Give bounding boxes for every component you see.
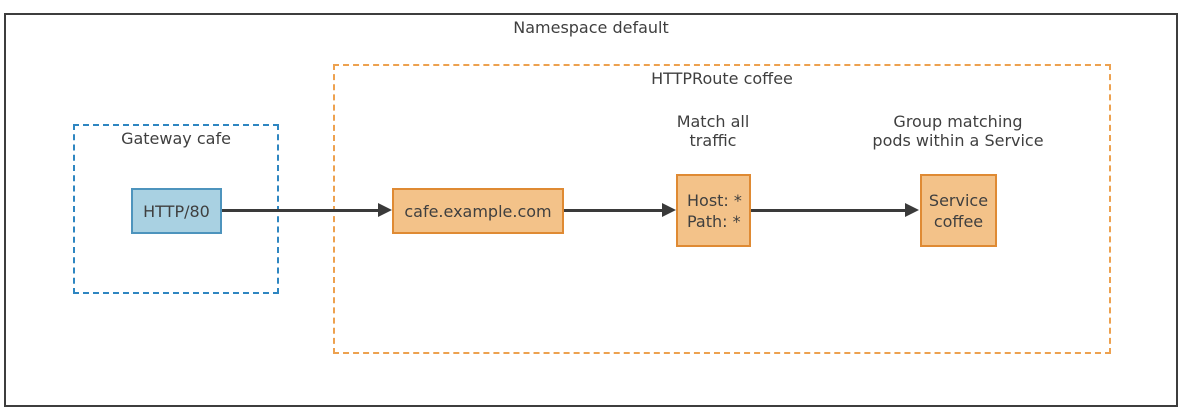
arrowhead-icon [378, 203, 392, 217]
match-annotation: Match all traffic [676, 112, 750, 150]
arrow-gateway-to-hostname [222, 209, 379, 212]
gateway-label: Gateway cafe [121, 129, 231, 148]
service-node: Service coffee [920, 174, 997, 247]
arrowhead-icon [905, 203, 919, 217]
match-rules-node: Host: * Path: * [676, 174, 751, 247]
service-annotation: Group matching pods within a Service [872, 112, 1044, 150]
arrow-match-to-service [751, 209, 906, 212]
arrow-hostname-to-match [564, 209, 663, 212]
gateway-listener-node: HTTP/80 [131, 188, 222, 234]
hostname-node: cafe.example.com [392, 188, 564, 234]
arrowhead-icon [662, 203, 676, 217]
namespace-boundary [4, 13, 1178, 407]
httproute-label: HTTPRoute coffee [651, 69, 793, 88]
namespace-title: Namespace default [513, 18, 669, 37]
